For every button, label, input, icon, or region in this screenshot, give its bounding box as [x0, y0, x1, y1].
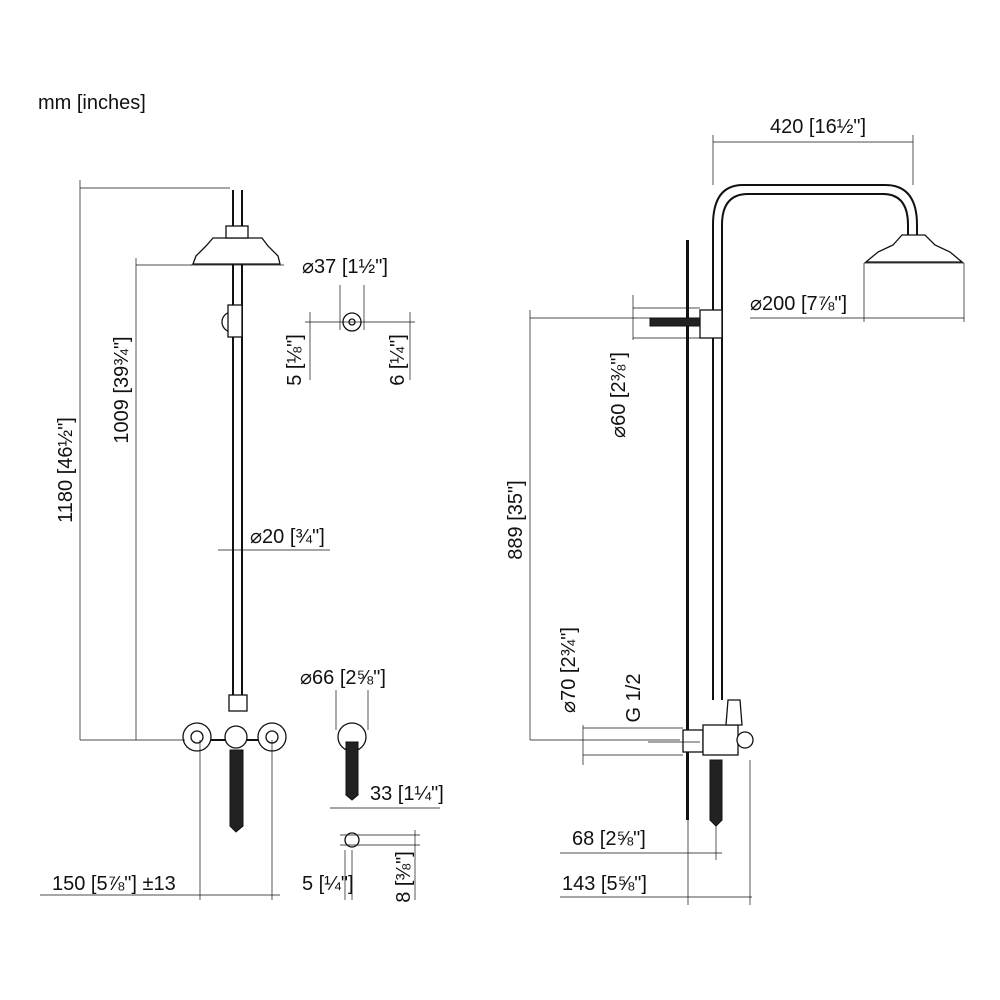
bracket-left-dim-label: 5 [⅛"]: [284, 334, 306, 386]
side-flange: [682, 729, 704, 753]
holder-hand-shower: [345, 741, 359, 801]
proj-68-label: 68 [2⅝"]: [572, 828, 646, 850]
shower-head: [192, 237, 281, 265]
holder-dia-label: ⌀66 [2⅝"]: [300, 667, 386, 689]
hand-shower-hose: [229, 749, 244, 833]
side-view: [529, 135, 965, 905]
bracket-detail: [305, 285, 415, 380]
diverter-body: [228, 694, 248, 712]
bracket-dia-label: ⌀37 [1½"]: [302, 256, 388, 278]
proj-143-label: 143 [5⅝"]: [562, 873, 647, 895]
front-view: [40, 180, 330, 900]
shower-head-neck: [225, 225, 249, 239]
side-mixer-body: [702, 724, 739, 756]
wall-bracket-clamp: [227, 304, 243, 338]
side-bracket-screw: [649, 317, 701, 327]
centers-label: 150 [5⅞"] ±13: [52, 873, 176, 895]
side-bracket-dia-label: ⌀60 [2⅜"]: [608, 352, 630, 438]
shower-arm-outer: [712, 184, 918, 700]
head-dia-label: ⌀200 [7⅞"]: [750, 293, 847, 315]
shower-arm-inner: [721, 193, 909, 700]
side-handle: [725, 699, 743, 726]
side-hose: [709, 759, 723, 827]
pipe-dia-label: ⌀20 [¾"]: [250, 526, 325, 548]
mixer-center: [224, 725, 248, 749]
arm-height-label: 1009 [39¾"]: [111, 336, 133, 443]
side-flange-dia-label: ⌀70 [2¾"]: [558, 627, 580, 713]
thread-label: G 1/2: [623, 674, 645, 723]
overall-height-label: 1180 [46½"]: [55, 417, 77, 523]
side-shower-head: [864, 234, 964, 263]
holder-detail: [330, 690, 440, 900]
units-label: mm [inches]: [38, 92, 146, 114]
side-wall-bracket: [699, 309, 723, 339]
holder-mount: [344, 832, 360, 848]
side-height-label: 889 [35"]: [505, 480, 527, 559]
holder-width-label: 33 [1¼"]: [370, 783, 444, 805]
holder-left-dim-label: 5 [¼"]: [302, 873, 354, 895]
wall: [686, 240, 689, 820]
bracket-right-dim-label: 6 [¼"]: [387, 334, 409, 386]
reach-label: 420 [16½"]: [770, 116, 866, 138]
holder-right-dim-label: 8 [⅜"]: [393, 851, 415, 903]
